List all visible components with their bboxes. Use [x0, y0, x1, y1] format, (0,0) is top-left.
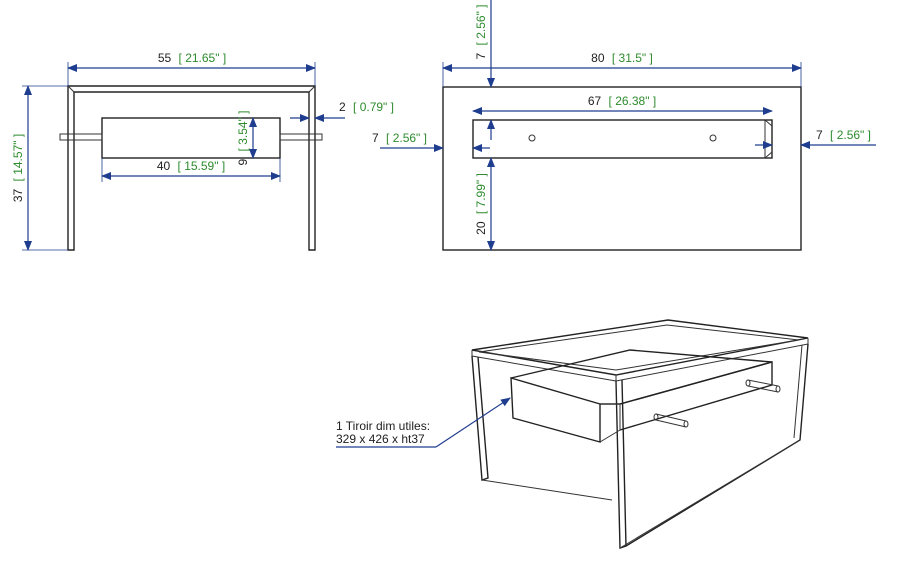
dim-front-panel-thickness: 2 [ 0.79" ] — [290, 100, 394, 122]
front-width-metric: 55 — [158, 51, 172, 65]
svg-text:40 [ 15.59" ]: 40 [ 15.59" ] — [157, 159, 225, 173]
right-offset-metric: 7 — [816, 128, 823, 142]
front-drawer-height-metric: 9 — [236, 158, 250, 165]
dim-top-width: 80 [ 31.5" ] — [442, 51, 802, 87]
front-height-imperial: [ 14.57" ] — [11, 134, 25, 182]
front-drawer-width-imperial: [ 15.59" ] — [178, 159, 226, 173]
dim-front-drawer-height: 9 [ 3.54" ] — [236, 111, 257, 166]
dim-front-width: 55 [ 21.65" ] — [67, 51, 316, 86]
iso-left-leg — [471, 355, 613, 501]
left-offset-imperial: [ 2.56" ] — [386, 131, 427, 145]
dim-top-right-offset: 7 [ 2.56" ] — [755, 128, 876, 149]
right-offset-imperial: [ 2.56" ] — [830, 128, 871, 142]
iso-drawer-note: 1 Tiroir dim utiles: 329 x 426 x ht37 — [336, 397, 511, 448]
svg-text:7 [ 2.56" ]: 7 [ 2.56" ] — [816, 128, 871, 142]
bottom-offset-metric: 20 — [474, 221, 488, 235]
top-offset-imperial: [ 2.56" ] — [474, 5, 488, 46]
iso-right-leg — [615, 343, 809, 549]
iso-drawer — [510, 349, 773, 443]
svg-text:67 [ 26.38" ]: 67 [ 26.38" ] — [588, 94, 656, 108]
top-view: 7 [ 2.56" ] 80 [ 31.5" ] 67 [ 26.38" ] — [372, 0, 876, 251]
front-thickness-imperial: [ 0.79" ] — [353, 100, 394, 114]
top-drawer-width-imperial: [ 26.38" ] — [609, 94, 657, 108]
top-knob-right — [709, 134, 717, 142]
bottom-offset-imperial: [ 7.99" ] — [474, 173, 488, 214]
dim-front-height: 37 [ 14.57" ] — [11, 85, 68, 251]
front-drawer-width-metric: 40 — [157, 159, 171, 173]
front-drawer-height-imperial: [ 3.54" ] — [236, 111, 250, 152]
top-drawer-width-metric: 67 — [588, 94, 602, 108]
svg-text:37 [ 14.57" ]: 37 [ 14.57" ] — [11, 134, 25, 202]
dim-front-drawer-width: 40 [ 15.59" ] — [101, 158, 281, 182]
iso-view: 1 Tiroir dim utiles: 329 x 426 x ht37 — [336, 319, 809, 549]
note-line-2: 329 x 426 x ht37 — [336, 432, 425, 446]
front-thickness-metric: 2 — [339, 100, 346, 114]
svg-text:55 [ 21.65" ]: 55 [ 21.65" ] — [158, 51, 226, 65]
front-table-outline — [67, 85, 316, 251]
dim-top-left-offset: 7 [ 2.56" ] — [372, 131, 490, 152]
top-width-metric: 80 — [591, 51, 605, 65]
svg-text:7 [ 2.56" ]: 7 [ 2.56" ] — [372, 131, 427, 145]
left-offset-metric: 7 — [372, 131, 379, 145]
front-height-metric: 37 — [11, 188, 25, 202]
top-knob-left — [528, 134, 536, 142]
front-view: 55 [ 21.65" ] 37 [ 14.57" ] 2 [ 0.79" ] — [11, 51, 394, 251]
note-line-1: 1 Tiroir dim utiles: — [336, 419, 430, 433]
front-width-imperial: [ 21.65" ] — [179, 51, 227, 65]
top-drawer — [472, 119, 773, 159]
iso-rods — [653, 379, 781, 428]
top-offset-metric: 7 — [474, 52, 488, 59]
top-width-imperial: [ 31.5" ] — [612, 51, 653, 65]
top-tabletop — [442, 86, 802, 251]
svg-text:9 [ 3.54" ]: 9 [ 3.54" ] — [236, 111, 250, 166]
svg-text:80 [ 31.5" ]: 80 [ 31.5" ] — [591, 51, 653, 65]
svg-text:2 [ 0.79" ]: 2 [ 0.79" ] — [339, 100, 394, 114]
dim-top-drawer-width: 67 [ 26.38" ] — [472, 94, 773, 115]
front-rods — [59, 133, 323, 141]
svg-text:7 [ 2.56" ]: 7 [ 2.56" ] — [474, 5, 488, 60]
svg-text:20 [ 7.99" ]: 20 [ 7.99" ] — [474, 173, 488, 235]
dim-top-top-offset: 7 [ 2.56" ] — [474, 0, 495, 140]
dim-top-bottom-offset: 20 [ 7.99" ] — [474, 157, 495, 251]
